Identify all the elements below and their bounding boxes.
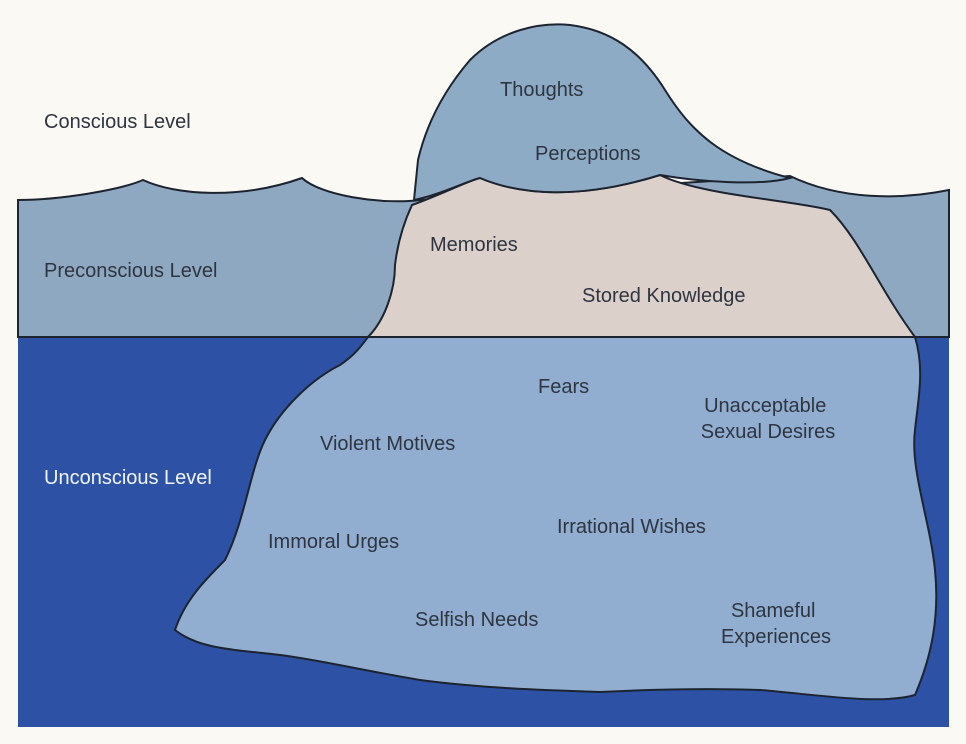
thoughts-label: Thoughts <box>500 79 583 101</box>
iceberg-unconscious-part <box>173 336 938 701</box>
experiences-line: Experiences <box>721 626 831 648</box>
preconscious-level-label: Preconscious Level <box>44 260 217 282</box>
selfish-needs-label: Selfish Needs <box>415 609 538 631</box>
unacceptable-line: Unacceptable <box>704 395 826 417</box>
irrational-wishes-label: Irrational Wishes <box>557 516 706 538</box>
conscious-level-label: Conscious Level <box>44 111 191 133</box>
violent-motives-label: Violent Motives <box>320 433 455 455</box>
fears-label: Fears <box>538 376 589 398</box>
immoral-urges-label: Immoral Urges <box>268 531 399 553</box>
shameful-experiences-label: Shameful Experiences <box>721 600 831 648</box>
unacceptable-sexual-desires-label: Unacceptable Sexual Desires <box>701 395 836 443</box>
unconscious-level-label: Unconscious Level <box>44 467 212 489</box>
shameful-line: Shameful <box>731 600 816 622</box>
sexual-desires-line: Sexual Desires <box>701 421 836 443</box>
iceberg-conscious-part <box>412 23 794 202</box>
stored-knowledge-label: Stored Knowledge <box>582 285 745 307</box>
memories-label: Memories <box>430 234 518 256</box>
perceptions-label: Perceptions <box>535 143 641 165</box>
